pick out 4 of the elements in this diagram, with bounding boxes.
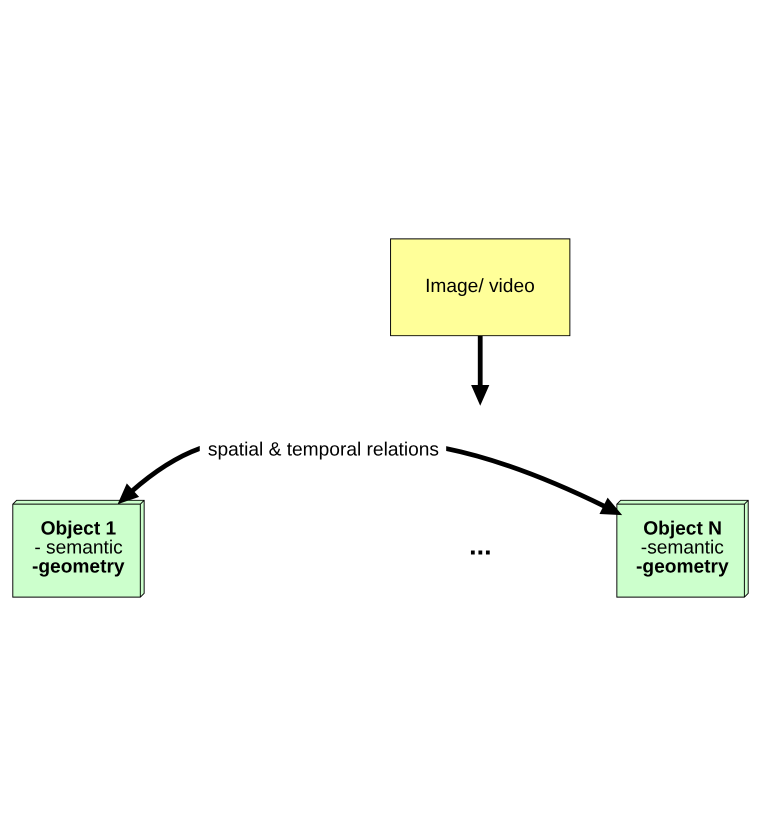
arrow (471, 336, 490, 406)
edge-label: spatial & temporal relations (208, 439, 439, 460)
node-box: Image/ video (390, 238, 570, 336)
label: ... (469, 530, 492, 560)
